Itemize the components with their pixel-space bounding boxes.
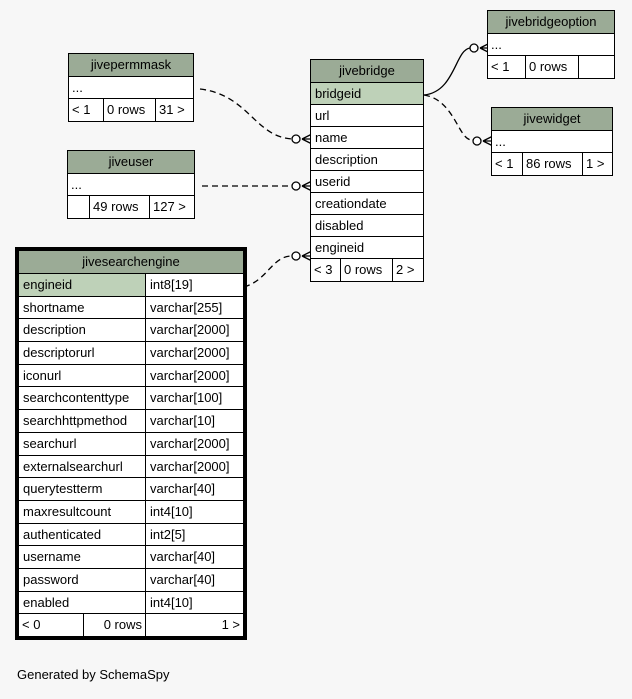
column-name[interactable]: name <box>311 127 423 149</box>
table-title: jivesearchengine <box>19 251 243 274</box>
column-type: varchar[2000] <box>146 365 243 388</box>
edge-bridgeid-jivewidget <box>423 94 473 141</box>
table-jivewidget[interactable]: jivewidget ... < 1 86 rows 1 > <box>491 107 613 176</box>
table-footer: 49 rows 127 > <box>68 196 194 218</box>
parents-count[interactable] <box>68 196 90 218</box>
column-name[interactable]: descriptorurl <box>19 342 146 365</box>
table-title: jivebridge <box>311 60 423 83</box>
column-type: varchar[2000] <box>146 433 243 456</box>
column-type: varchar[255] <box>146 297 243 320</box>
table-title: jivewidget <box>492 108 612 131</box>
parents-count[interactable]: < 1 <box>488 56 526 78</box>
table-title: jivebridgeoption <box>488 11 614 34</box>
children-count[interactable]: 31 > <box>159 102 185 117</box>
column-url[interactable]: url <box>311 105 423 127</box>
column-name[interactable]: enabled <box>19 591 146 615</box>
column-disabled[interactable]: disabled <box>311 215 423 237</box>
table-footer: < 1 86 rows 1 > <box>492 153 612 175</box>
row-count: 0 rows <box>341 259 393 281</box>
row-count: 0 rows <box>104 99 156 121</box>
column-userid[interactable]: userid <box>311 171 423 193</box>
parents-count[interactable]: < 1 <box>492 153 523 175</box>
column-name[interactable]: description <box>19 319 146 343</box>
children-count[interactable] <box>579 56 614 78</box>
children-count[interactable]: 1 > <box>586 156 605 171</box>
column-name[interactable]: searchcontenttype <box>19 387 146 411</box>
column-type: int2[5] <box>146 524 243 547</box>
column-description[interactable]: description <box>311 149 423 171</box>
table-jivebridge[interactable]: jivebridge bridgeid url name description… <box>310 59 424 282</box>
generated-by-label: Generated by SchemaSpy <box>17 667 170 682</box>
column-type: int4[10] <box>146 592 243 615</box>
table-footer: < 3 0 rows 2 > <box>311 259 423 281</box>
column-creationdate[interactable]: creationdate <box>311 193 423 215</box>
edge-bridgeid-jivebridgeoption <box>423 47 471 96</box>
column-name[interactable]: authenticated <box>19 523 146 547</box>
column-engineid[interactable]: engineid <box>311 237 423 259</box>
column-name[interactable]: engineid <box>19 274 146 297</box>
table-footer: < 0 0 rows 1 > <box>19 614 243 637</box>
parents-count[interactable]: < 1 <box>69 99 104 121</box>
column-type: varchar[40] <box>146 546 243 569</box>
table-row: ... <box>488 34 614 56</box>
table-footer: < 1 0 rows <box>488 56 614 78</box>
column-name[interactable]: querytestterm <box>19 478 146 501</box>
table-jivebridgeoption[interactable]: jivebridgeoption ... < 1 0 rows <box>487 10 615 79</box>
column-type: int4[10] <box>146 501 243 524</box>
table-footer: < 1 0 rows 31 > <box>69 99 193 121</box>
column-name[interactable]: searchhttpmethod <box>19 410 146 433</box>
column-bridgeid[interactable]: bridgeid <box>311 83 423 105</box>
table-title: jiveuser <box>68 151 194 174</box>
row-count: 0 rows <box>526 56 579 78</box>
column-name[interactable]: username <box>19 546 146 569</box>
table-row: ... <box>492 131 612 153</box>
parents-count[interactable]: < 3 <box>311 259 341 281</box>
children-count[interactable]: 1 > <box>221 617 240 633</box>
parents-count[interactable]: < 0 <box>19 614 84 637</box>
column-name[interactable]: shortname <box>19 296 146 320</box>
edge-jivepermmask-name <box>199 88 296 140</box>
table-title: jivepermmask <box>69 54 193 77</box>
column-type: varchar[40] <box>146 478 243 501</box>
column-name[interactable]: maxresultcount <box>19 500 146 524</box>
table-row: ... <box>68 174 194 196</box>
column-name[interactable]: password <box>19 568 146 592</box>
table-jiveuser[interactable]: jiveuser ... 49 rows 127 > <box>67 150 195 219</box>
row-count: 0 rows <box>84 614 146 637</box>
edge-jivesearchengine-engineid <box>243 255 293 288</box>
column-name[interactable]: externalsearchurl <box>19 455 146 479</box>
row-count: 49 rows <box>90 196 150 218</box>
column-type: varchar[40] <box>146 569 243 592</box>
children-count[interactable]: 2 > <box>396 262 415 277</box>
column-type: int8[19] <box>146 274 243 297</box>
column-type: varchar[100] <box>146 387 243 411</box>
column-type: varchar[2000] <box>146 319 243 343</box>
table-row: ... <box>69 77 193 99</box>
column-type: varchar[10] <box>146 410 243 433</box>
table-jivepermmask[interactable]: jivepermmask ... < 1 0 rows 31 > <box>68 53 194 122</box>
column-name[interactable]: iconurl <box>19 364 146 388</box>
column-type: varchar[2000] <box>146 342 243 365</box>
column-type: varchar[2000] <box>146 456 243 479</box>
column-name[interactable]: searchurl <box>19 432 146 456</box>
children-count[interactable]: 127 > <box>153 199 186 214</box>
row-count: 86 rows <box>523 153 583 175</box>
